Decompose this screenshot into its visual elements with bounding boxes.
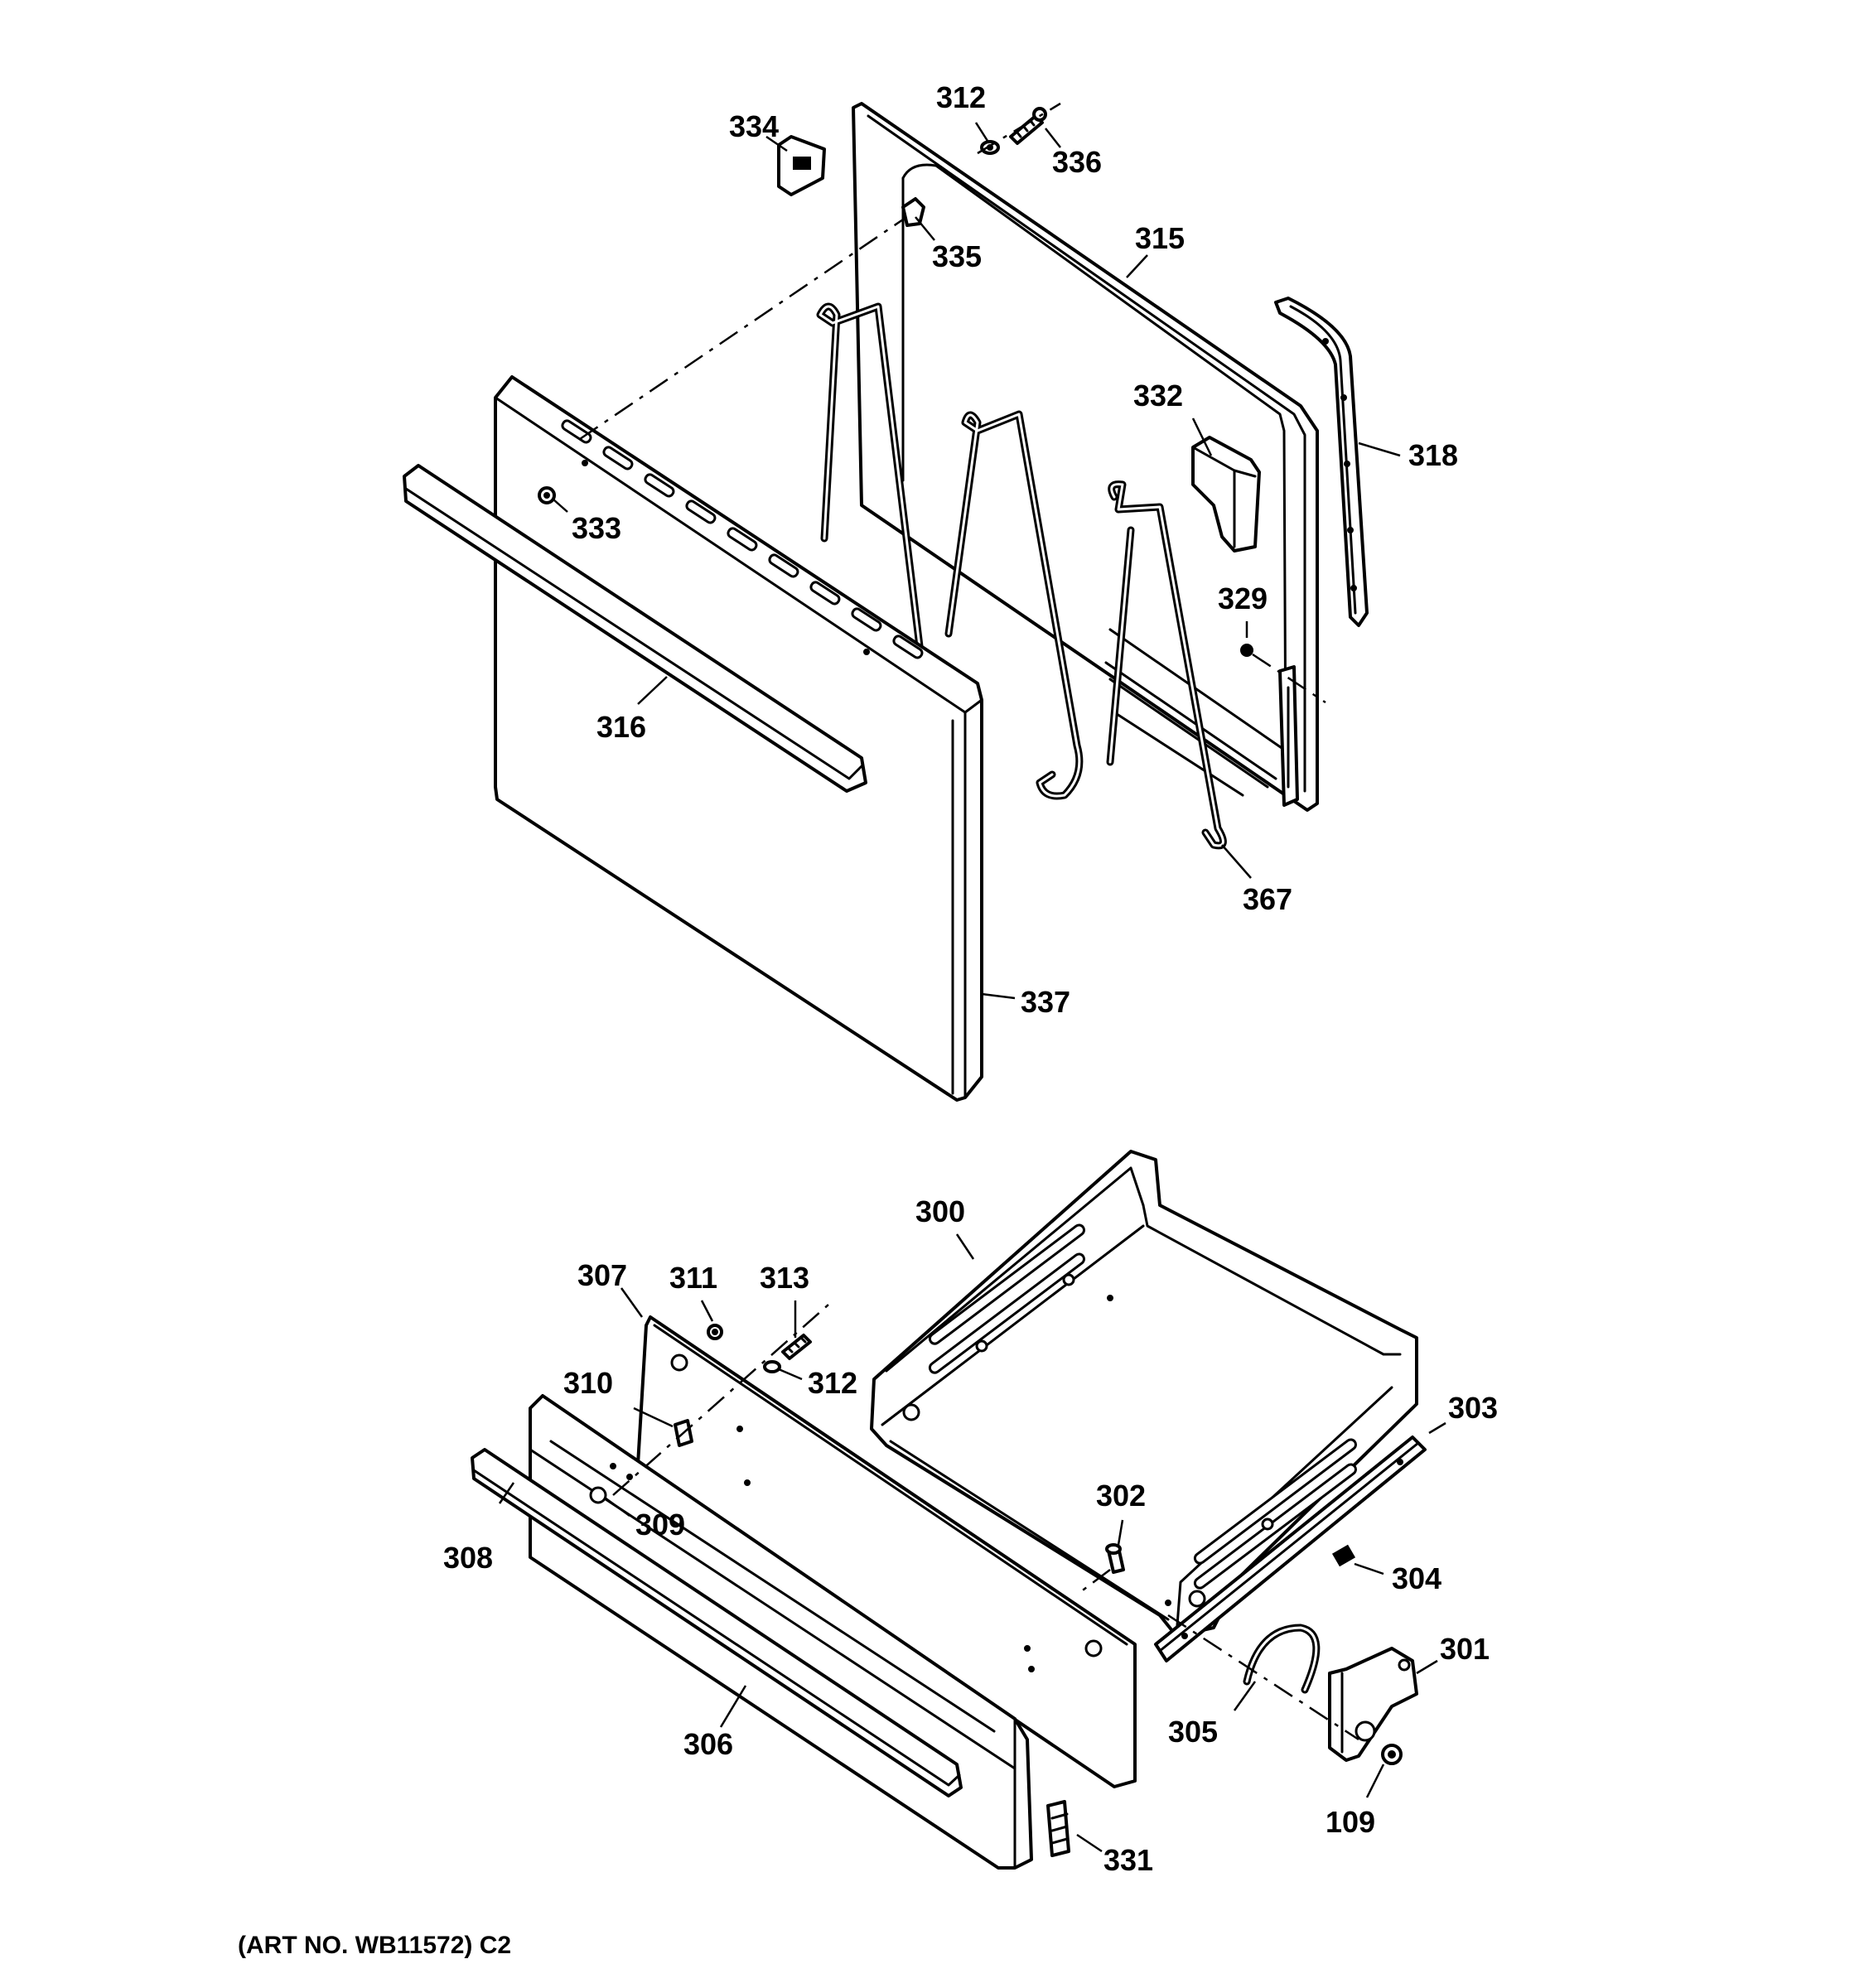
insulation-block-332 — [1191, 436, 1261, 552]
alignment-line-upper-3 — [1252, 653, 1326, 704]
hinge-tab-335 — [901, 197, 925, 227]
alignment-line-lower-3 — [1076, 1569, 1111, 1595]
callout-315: 315 — [1135, 221, 1185, 255]
outer-door-panel-337 — [494, 375, 983, 1102]
callout-337: 337 — [1021, 985, 1070, 1019]
callout-335: 335 — [932, 239, 982, 273]
screw-313 — [781, 1334, 812, 1360]
storage-drawer-assembly — [471, 1150, 1427, 1870]
callout-336: 336 — [1052, 145, 1102, 179]
drawer-handle-308 — [471, 1448, 963, 1797]
callout-313: 313 — [760, 1261, 809, 1295]
callout-334: 334 — [729, 109, 779, 143]
washer-312-lower — [763, 1360, 781, 1373]
callout-308: 308 — [443, 1541, 493, 1575]
alignment-line-lower-2 — [1167, 1614, 1359, 1741]
screw-329 — [1240, 644, 1253, 657]
drawer-stop-304 — [1331, 1544, 1356, 1567]
callout-307: 307 — [577, 1258, 627, 1292]
leader-lines — [498, 122, 1446, 1853]
alignment-line-upper-2 — [977, 102, 1061, 155]
callout-331: 331 — [1103, 1843, 1153, 1877]
callout-318: 318 — [1408, 438, 1458, 472]
callout-109: 109 — [1326, 1805, 1375, 1839]
drawer-rail-303 — [1154, 1436, 1427, 1662]
callout-367: 367 — [1243, 882, 1292, 916]
bracket-331 — [1046, 1800, 1070, 1857]
callout-304: 304 — [1392, 1561, 1441, 1595]
vent-slots — [561, 419, 924, 659]
screw-333 — [538, 486, 556, 504]
callout-332: 332 — [1133, 379, 1183, 413]
door-gasket-318 — [1274, 297, 1369, 627]
oven-door-assembly — [403, 102, 1369, 1102]
drawer-body-300 — [870, 1150, 1418, 1638]
callout-329: 329 — [1218, 581, 1268, 615]
alignment-line-upper-1 — [579, 218, 904, 441]
callout-301: 301 — [1440, 1632, 1490, 1666]
callout-312-top: 312 — [936, 80, 986, 114]
nut-311 — [707, 1324, 723, 1340]
bracket-301 — [1328, 1647, 1418, 1762]
screw-336 — [1009, 107, 1047, 145]
callout-306: 306 — [683, 1727, 733, 1761]
alignment-line-lower-1 — [612, 1304, 829, 1496]
callout-309: 309 — [635, 1508, 685, 1542]
callout-316: 316 — [596, 710, 646, 744]
callout-303: 303 — [1448, 1391, 1498, 1425]
door-handle-316 — [403, 464, 867, 793]
callout-333: 333 — [572, 511, 621, 545]
door-springs-367 — [816, 302, 1227, 850]
callout-labels: 334 312 336 335 315 318 332 333 329 316 … — [238, 80, 1498, 1959]
callout-312-lower: 312 — [808, 1366, 857, 1400]
door-inner-panel-315 — [852, 102, 1319, 812]
nut-109 — [1381, 1744, 1403, 1765]
spring-clip-305 — [1243, 1624, 1321, 1694]
callout-311: 311 — [669, 1261, 717, 1295]
art-number: (ART NO. WB11572) C2 — [238, 1932, 511, 1959]
callout-310: 310 — [563, 1366, 613, 1400]
pin-302 — [1105, 1543, 1125, 1574]
callout-300: 300 — [915, 1194, 965, 1228]
callout-305: 305 — [1168, 1715, 1218, 1749]
callout-302: 302 — [1096, 1479, 1146, 1513]
hinge-clip-334 — [777, 135, 826, 196]
